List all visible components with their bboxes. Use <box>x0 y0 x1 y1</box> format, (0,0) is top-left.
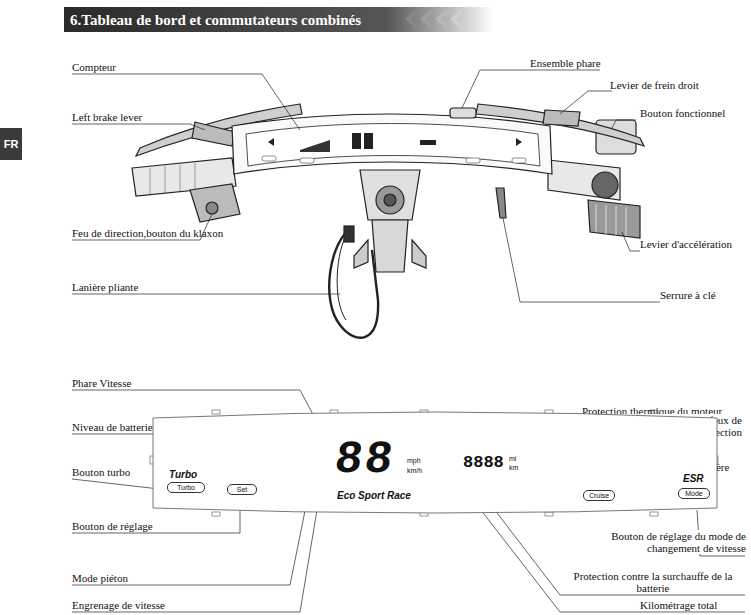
display-text: mph <box>407 457 421 464</box>
display-button: Turbo <box>167 482 205 493</box>
page-title: 6.Tableau de bord et commutateurs combin… <box>70 12 361 29</box>
part-label: Ensemble phare <box>530 57 601 69</box>
display-text: Turbo <box>169 470 197 480</box>
button-text: Cruise <box>589 492 609 499</box>
part-label: Kilométrage total <box>640 599 717 611</box>
display-text: km <box>509 464 518 471</box>
part-label: Feu de direction,bouton du klaxon <box>72 227 223 239</box>
leader-lines <box>72 70 745 612</box>
display-text: Eco Sport Race <box>337 491 411 501</box>
display-text: 88 <box>332 437 398 483</box>
display-button: Set <box>227 484 257 495</box>
part-label: Levier d'accélération <box>640 238 732 250</box>
display-text: km/h <box>407 467 422 474</box>
button-text: Mode <box>685 490 703 497</box>
part-label: Left brake lever <box>72 111 142 123</box>
title-band <box>64 7 494 32</box>
chevrons <box>405 10 466 28</box>
part-label: Engrenage de vitesse <box>72 599 165 611</box>
button-text: Turbo <box>177 484 195 491</box>
part-label: Bouton de réglage <box>72 520 153 532</box>
part-label: Protection contre la surchauffe de la ba… <box>560 570 746 594</box>
part-label: Phare Vitesse <box>72 377 131 389</box>
part-label: Bouton turbo <box>72 466 130 478</box>
language-tab: FR <box>0 128 22 160</box>
display-text: ESR <box>683 474 704 484</box>
part-label: Niveau de batterie <box>72 421 153 433</box>
part-label: Serrure à clé <box>660 289 716 301</box>
panel-outline <box>145 410 725 520</box>
tab-text: FR <box>4 138 19 150</box>
display-symbols <box>150 410 718 516</box>
part-label: Bouton de réglage du mode de changement … <box>590 530 746 554</box>
display-button: Cruise <box>583 490 615 501</box>
display-button: Mode <box>678 488 710 499</box>
button-text: Set <box>237 486 248 493</box>
display-text: mi <box>509 455 516 462</box>
display-text: 8888 <box>463 454 504 471</box>
part-label: Lanière pliante <box>72 281 138 293</box>
part-label: Mode piéton <box>72 572 128 584</box>
part-label: Bouton fonctionnel <box>640 107 725 119</box>
part-label: Levier de frein droit <box>610 79 699 91</box>
part-label: Compteur <box>72 61 116 73</box>
display-panel: 88 mph km/h 8888 mi kmEco Sport Race Turbo ESR T… <box>145 410 725 520</box>
